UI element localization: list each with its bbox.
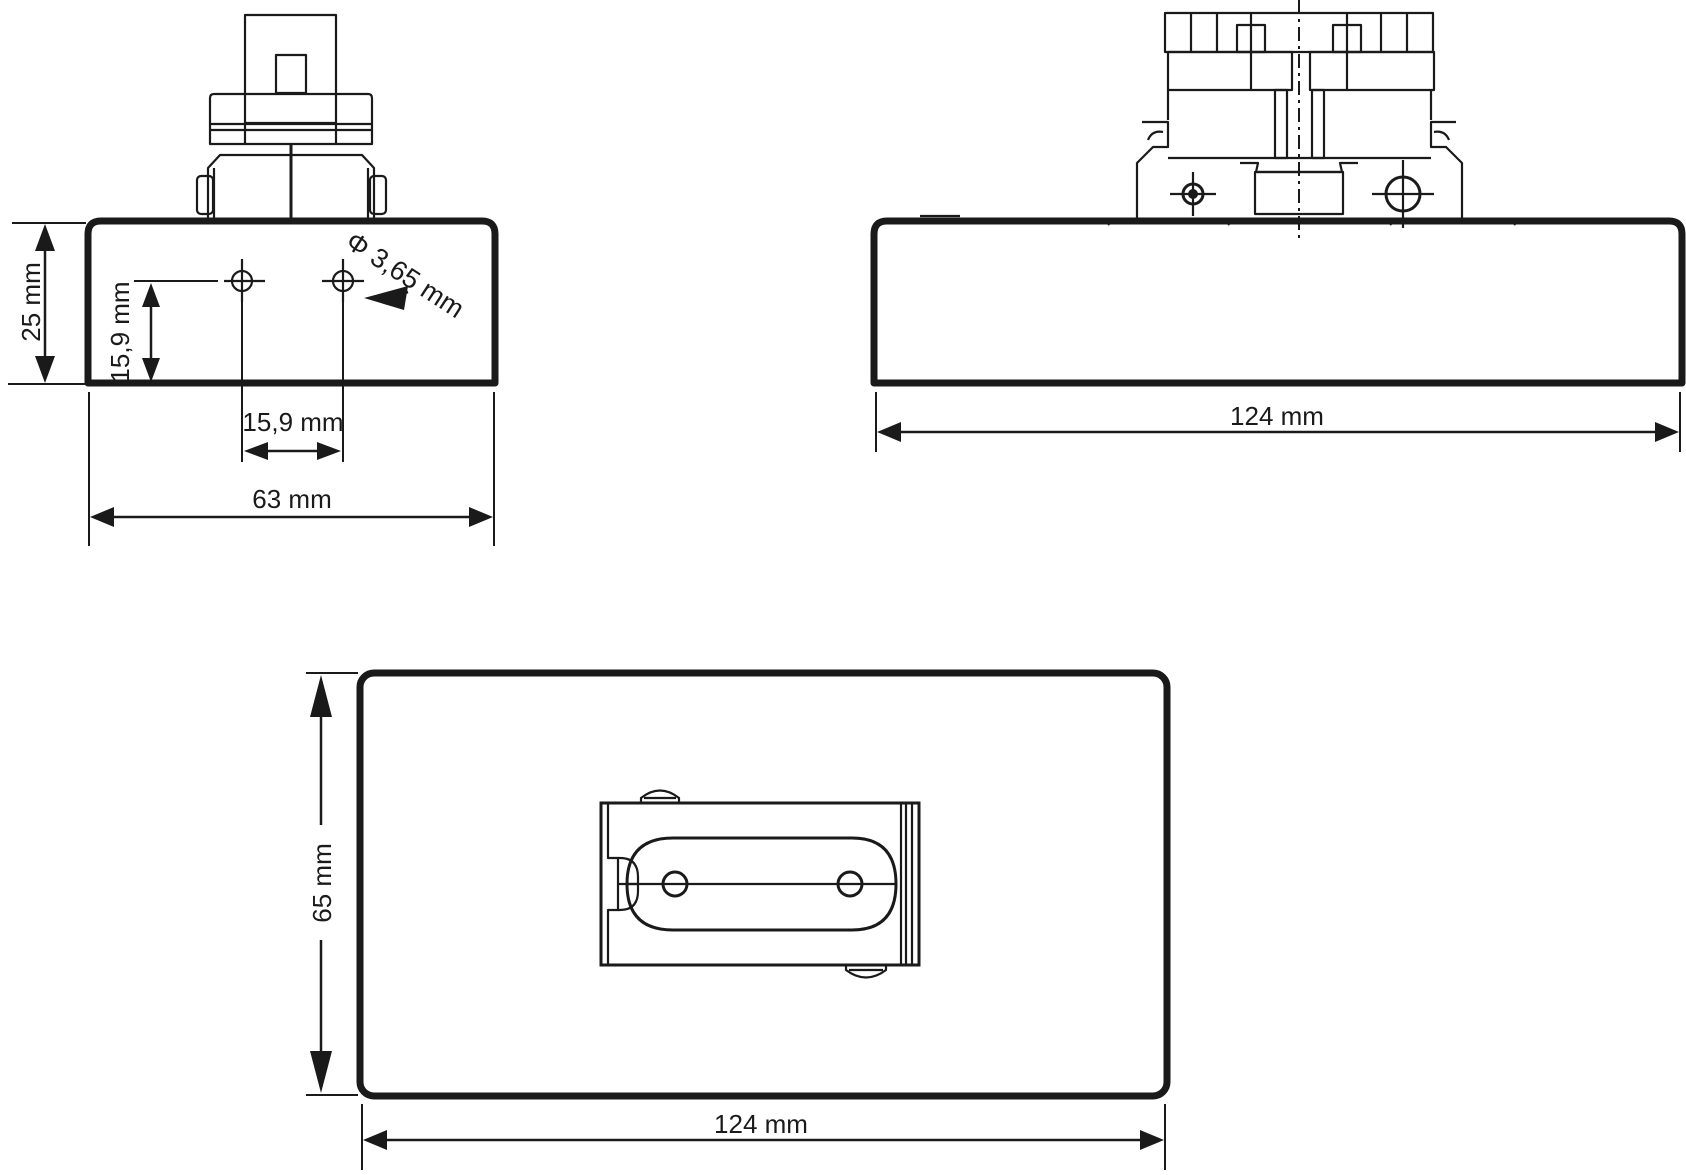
label-front-hole-height: 15,9 mm — [105, 281, 135, 382]
front-lamp-socket — [195, 13, 388, 224]
front-housing — [84, 217, 499, 387]
side-lamp-socket — [1107, 0, 1519, 240]
label-side-length: 124 mm — [1230, 401, 1324, 431]
label-front-hole-spacing: 15,9 mm — [242, 407, 343, 437]
top-housing — [356, 669, 1171, 1100]
label-top-length: 124 mm — [714, 1109, 808, 1139]
front-view: 25 mm 15,9 mm Φ 3,65 mm 15,9 mm 63 mm — [8, 13, 499, 546]
dim-top-depth — [306, 672, 358, 1096]
front-mounting-hole-right — [322, 259, 364, 302]
dim-front-width — [88, 392, 495, 546]
dim-front-hole-height — [134, 280, 218, 382]
label-front-width: 63 mm — [252, 484, 331, 514]
front-mounting-hole-left — [224, 259, 265, 302]
label-front-height: 25 mm — [16, 262, 46, 341]
top-lamp-socket — [599, 789, 921, 979]
side-housing — [870, 217, 1686, 387]
label-top-depth: 65 mm — [307, 843, 337, 922]
dim-front-height — [8, 222, 86, 385]
side-view: 124 mm — [870, 0, 1686, 452]
label-hole-diameter: Φ 3,65 mm — [341, 226, 470, 324]
dim-front-hole-spacing — [241, 302, 344, 462]
dim-top-length — [361, 1104, 1166, 1170]
diameter-leader-arrow — [364, 286, 408, 310]
dim-side-length — [875, 392, 1681, 452]
top-view: 65 mm 124 mm — [306, 669, 1171, 1170]
